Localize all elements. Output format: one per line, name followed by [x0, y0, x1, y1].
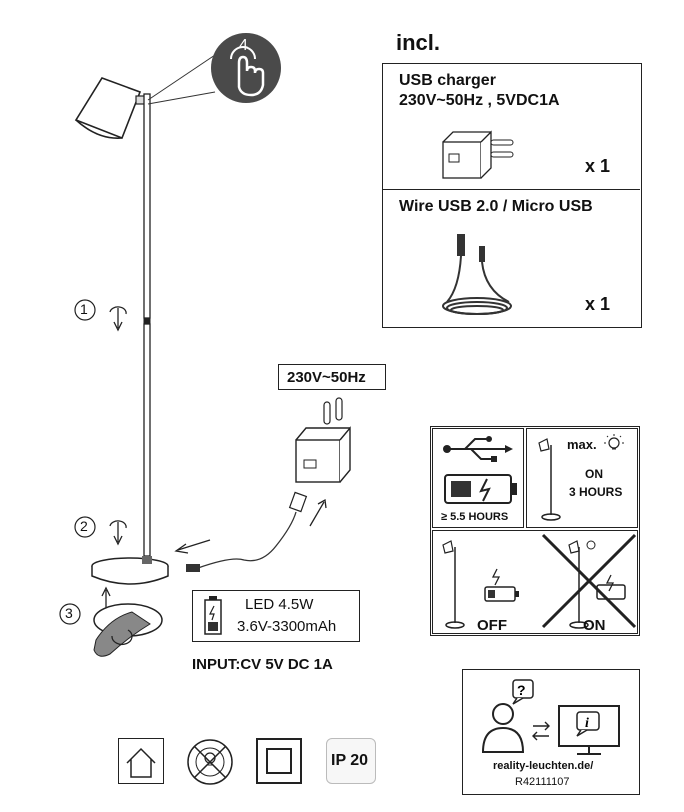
- input-label: INPUT:CV 5V DC 1A: [192, 656, 333, 673]
- charging-cell: ≥ 5.5 HOURS: [432, 428, 524, 528]
- lamp-pole-lower: [143, 323, 151, 557]
- charger-spec: 230V~50Hz , 5VDC1A: [399, 92, 560, 109]
- charger-icon: [442, 130, 514, 179]
- lamp-pole-upper: [143, 93, 151, 319]
- lamp-max-icon: [538, 438, 561, 521]
- battery-icon: [204, 596, 222, 635]
- max-on-cell: max. ON 3 HOURS: [526, 428, 638, 528]
- battery-spec: 3.6V-3300mAh: [237, 618, 337, 635]
- cable-icon: [442, 234, 512, 315]
- low-battery-icon: [484, 568, 519, 602]
- support-url: reality-leuchten.de/: [493, 760, 594, 772]
- battery-info-box: LED 4.5W 3.6V-3300mAh: [192, 590, 360, 642]
- charging-battery-icon: [444, 474, 517, 504]
- charger-quantity: x 1: [585, 156, 611, 176]
- function-panel: [430, 426, 640, 636]
- touch-icon: 4: [211, 33, 281, 103]
- step-2-number: 2: [80, 518, 88, 534]
- off-cell: OFF ON: [432, 530, 638, 634]
- cable-quantity: x 1: [585, 294, 611, 314]
- on-label: ON: [585, 467, 603, 481]
- support-box: ? i reality-leuchten.de/ R42111107: [462, 669, 640, 795]
- hours-label: 3 HOURS: [569, 485, 623, 499]
- charge-time: ≥ 5.5 HOURS: [441, 511, 509, 523]
- lamp-shade: [74, 77, 142, 140]
- usb-icon: [443, 436, 513, 462]
- product-code: R42111107: [515, 776, 570, 788]
- on-crossed-label: ON: [583, 617, 606, 634]
- lamp-on-crossed-icon: [541, 533, 637, 629]
- ip-rating-icon: IP 20: [326, 738, 376, 784]
- led-power: LED 4.5W: [245, 596, 314, 613]
- charger-title: USB charger: [399, 72, 496, 89]
- cable-title: Wire USB 2.0 / Micro USB: [399, 198, 593, 215]
- ip-rating: IP 20: [331, 752, 369, 769]
- lamp-off-icon: [442, 540, 465, 629]
- included-items-box: USB charger 230V~50Hz , 5VDC1A x 1 Wire …: [382, 63, 642, 328]
- charger-section: USB charger 230V~50Hz , 5VDC1A x 1: [383, 64, 640, 190]
- step-3-number: 3: [65, 605, 73, 621]
- max-label: max.: [567, 437, 597, 452]
- support-illustration: ? i: [481, 679, 620, 755]
- indoor-use-icon: [118, 738, 164, 784]
- touch-count: 4: [239, 37, 248, 54]
- step-1-number: 1: [80, 301, 88, 317]
- voltage-label-box: 230V~50Hz: [278, 364, 386, 390]
- off-label: OFF: [477, 617, 507, 634]
- svg-text:?: ?: [517, 682, 526, 698]
- voltage-label: 230V~50Hz: [287, 369, 366, 386]
- protection-class-icon: [256, 738, 302, 784]
- lightbulb-icon: [604, 434, 624, 450]
- svg-text:i: i: [585, 716, 589, 731]
- incl-heading: incl.: [396, 30, 441, 55]
- no-bulb-replace-icon: [186, 738, 234, 786]
